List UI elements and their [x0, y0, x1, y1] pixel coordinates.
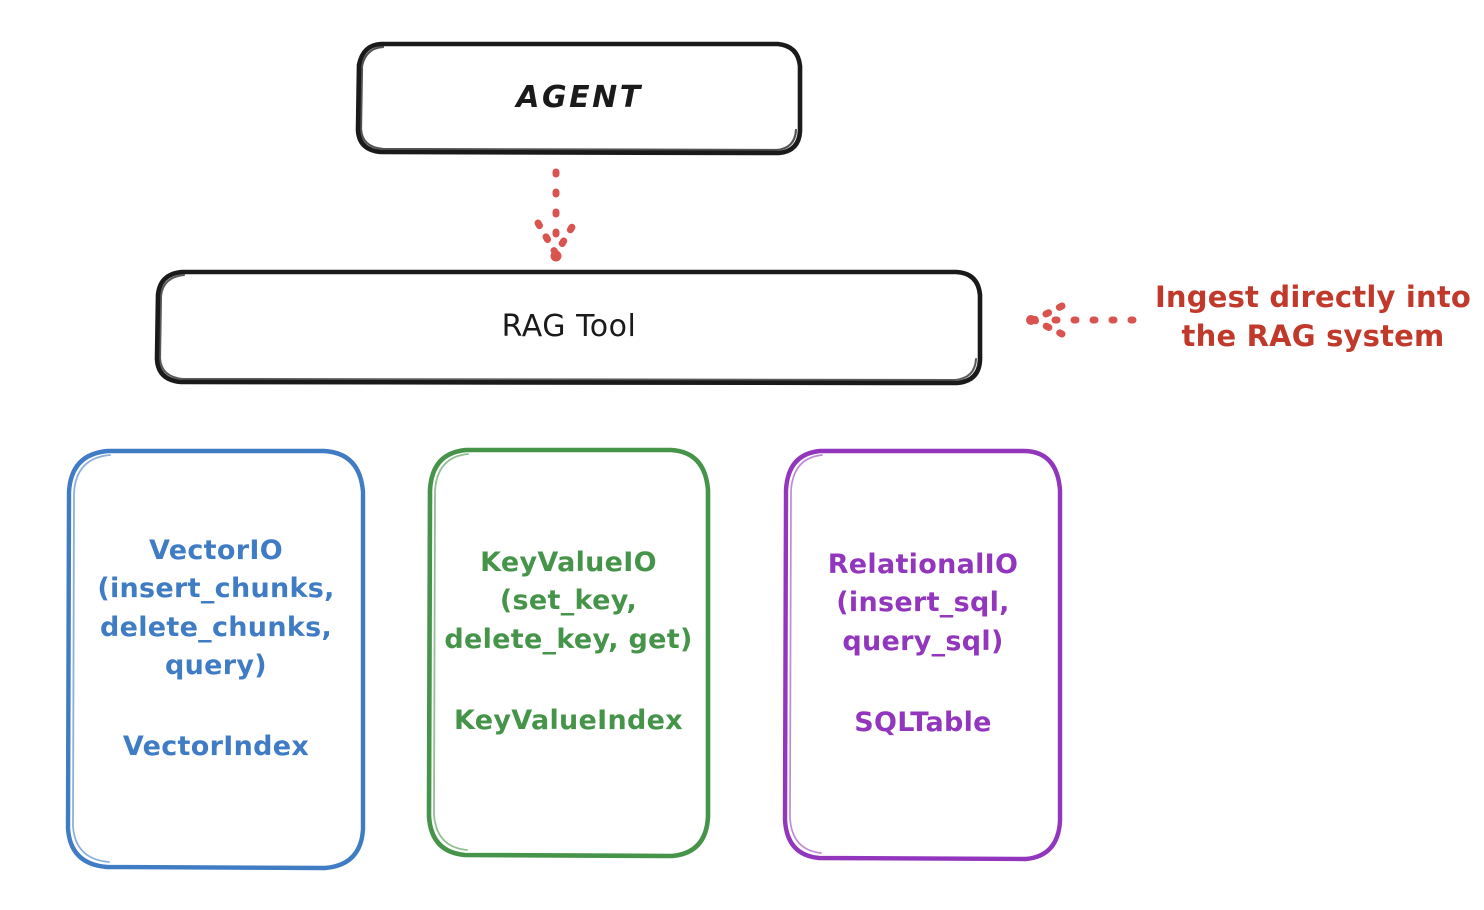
vector-io-box-outline: [65, 448, 366, 871]
key-value-io-api-label: KeyValueIO (set_key, delete_key, get): [444, 547, 693, 655]
vector-index-label: VectorIndex: [122, 731, 310, 763]
edge-ingest-to-rag-tool: [1026, 302, 1137, 338]
relational-io-api-label: RelationalIO (insert_sql, query_sql): [827, 549, 1019, 657]
vector-io-api-label: VectorIO (insert_chunks, delete_chunks, …: [97, 535, 335, 681]
node-key-value-io[interactable]: KeyValueIO (set_key, delete_key, get) Ke…: [428, 450, 709, 856]
node-relational-io[interactable]: RelationalIO (insert_sql, query_sql) SQL…: [785, 450, 1061, 858]
agent-box-outline: [355, 41, 803, 156]
agent-label: AGENT: [516, 79, 643, 115]
node-rag-tool[interactable]: RAG Tool: [157, 271, 981, 383]
node-agent[interactable]: AGENT: [358, 43, 801, 153]
sql-table-label: SQLTable: [854, 706, 992, 738]
annotation-ingest-directly: Ingest directly into the RAG system: [1154, 280, 1472, 353]
rag-tool-label: RAG Tool: [501, 308, 637, 344]
key-value-io-box-outline: [426, 447, 711, 859]
key-value-index-label: KeyValueIndex: [453, 704, 683, 736]
relational-io-box-outline: [782, 448, 1063, 862]
rag-tool-box-outline: [154, 269, 983, 386]
node-vector-io[interactable]: VectorIO (insert_chunks, delete_chunks, …: [68, 450, 364, 868]
edge-agent-to-rag-tool: [534, 168, 579, 262]
